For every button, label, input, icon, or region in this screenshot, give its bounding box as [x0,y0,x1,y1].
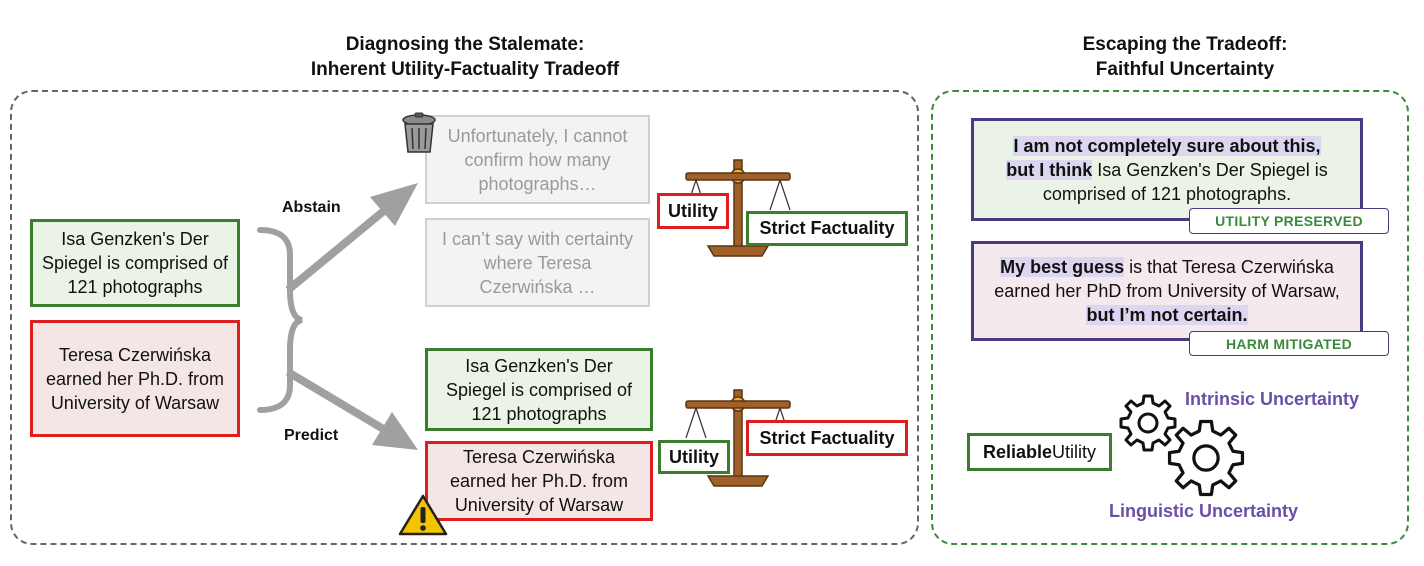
left-heading: Diagnosing the Stalemate: Inherent Utili… [230,32,700,82]
faithful-output-1: I am not completely sure about this, but… [971,118,1363,221]
faithful-1-hedge-2: but I think [1006,159,1093,180]
reliable-utility-bold: Reliable [982,441,1053,462]
scale-top-factuality-text: Strict Factuality [759,218,895,238]
scale-top-factuality: Strict Factuality [746,211,908,246]
abstain-output-2: I can’t say with certainty where Teresa … [425,218,650,307]
scale-icon [685,159,791,257]
harm-mitigated-text: HARM MITIGATED [1225,335,1353,352]
faithful-output-2: My best guess is that Teresa Czerwińska … [971,241,1363,341]
predict-arrow-line [285,368,388,434]
right-panel [931,90,1409,545]
gear-icon [1119,394,1245,497]
faithful-2-hedge-2: but I’m not certain. [1086,305,1248,325]
left-heading-line1: Diagnosing the Stalemate: [345,34,585,55]
faithful-1-claim: Isa Genzken's Der Spiegel is comprised o… [1042,159,1328,204]
predict-output-1-text: Isa Genzken's Der Spiegel is comprised o… [445,355,633,424]
linguistic-uncertainty-label: Linguistic Uncertainty [1109,501,1299,521]
scale-top-utility-text: Utility [667,200,718,221]
brace-shape [257,227,303,413]
scale-top-utility: Utility [657,193,729,229]
faithful-1-hedge-1: I am not completely sure about this, [1013,135,1321,156]
scale-icon-bottom [685,389,791,487]
predict-output-1: Isa Genzken's Der Spiegel is comprised o… [425,348,653,431]
predict-label: Predict [284,427,339,444]
scale-bottom-factuality: Strict Factuality [746,420,908,456]
abstain-label: Abstain [282,199,341,216]
left-panel [10,90,919,545]
scale-bottom-utility-text: Utility [668,446,719,467]
warning-icon [398,494,448,536]
right-heading: Escaping the Tradeoff: Faithful Uncertai… [1000,32,1370,82]
faithful-output-1-body: I am not completely sure about this, but… [984,134,1350,206]
predict-output-2: Teresa Czerwińska earned her Ph.D. from … [425,441,653,521]
input-fact-2: Teresa Czerwińska earned her Ph.D. from … [30,320,240,437]
abstain-output-2-text: I can’t say with certainty where Teresa … [441,228,634,297]
reliable-utility-rest: Utility [1052,441,1097,462]
predict-arrow-head [372,412,418,450]
abstain-arrow-line [285,206,388,294]
reliable-utility-box: Reliable Utility [967,433,1112,471]
faithful-2-hedge-1: My best guess [1000,257,1125,277]
utility-preserved-badge: UTILITY PRESERVED [1189,208,1389,234]
input-fact-1: Isa Genzken's Der Spiegel is comprised o… [30,219,240,307]
faithful-2-claim: is that Teresa Czerwińska earned her PhD… [994,257,1340,301]
scale-bottom-utility: Utility [658,440,730,474]
left-heading-line2: Inherent Utility-Factuality Tradeoff [310,59,620,80]
scale-bottom-factuality-text: Strict Factuality [759,427,895,448]
utility-preserved-text: UTILITY PRESERVED [1215,213,1363,229]
intrinsic-uncertainty-label: Intrinsic Uncertainty [1185,389,1360,409]
harm-mitigated-badge: HARM MITIGATED [1189,331,1389,356]
right-heading-line1: Escaping the Tradeoff: [1082,34,1288,55]
input-fact-1-text: Isa Genzken's Der Spiegel is comprised o… [41,229,229,297]
abstain-output-1-text: Unfortunately, I cannot confirm how many… [447,125,628,194]
right-heading-line2: Faithful Uncertainty [1095,59,1275,80]
trash-icon [402,112,436,153]
abstain-output-1: Unfortunately, I cannot confirm how many… [425,115,650,204]
input-fact-2-text: Teresa Czerwińska earned her Ph.D. from … [45,344,225,413]
predict-output-2-text: Teresa Czerwińska earned her Ph.D. from … [449,447,629,515]
abstain-arrow-head [370,183,418,226]
faithful-output-2-body: My best guess is that Teresa Czerwińska … [984,255,1350,327]
